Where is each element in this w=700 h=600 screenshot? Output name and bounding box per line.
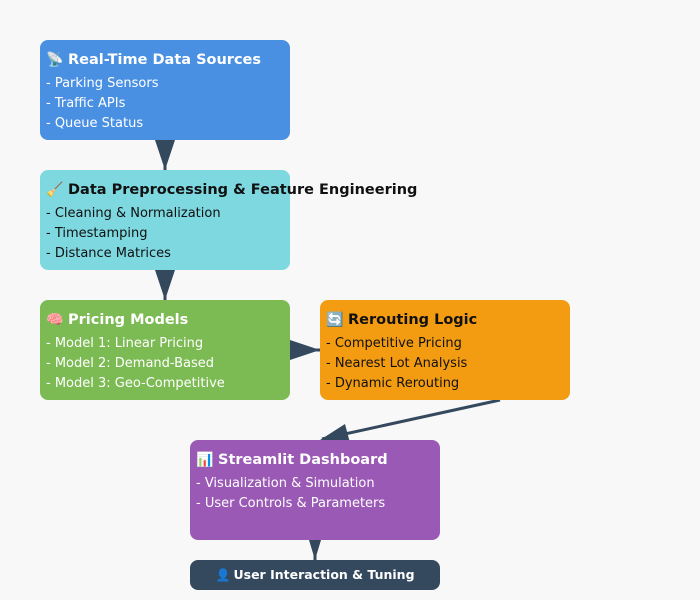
broom-icon: 🧹 bbox=[46, 181, 64, 198]
node-title: 🧹 Data Preprocessing & Feature Engineeri… bbox=[46, 180, 417, 200]
node-item: - Queue Status bbox=[46, 116, 144, 131]
arrowhead-preprocessing bbox=[155, 140, 175, 170]
node-title: 📡 Real-Time Data Sources bbox=[46, 50, 284, 70]
edge-rerouting-to-dashboard bbox=[321, 398, 501, 441]
refresh-icon: 🔄 bbox=[326, 311, 344, 328]
node-title: 🔄 Rerouting Logic bbox=[326, 310, 564, 330]
node-item: - Nearest Lot Analysis bbox=[326, 356, 468, 371]
satellite-antenna-icon: 📡 bbox=[46, 51, 64, 68]
node-title: 🧠 Pricing Models bbox=[46, 310, 284, 330]
node-rerouting-logic: 🔄 Rerouting Logic - Competitive Pricing … bbox=[320, 300, 570, 400]
node-title-text: Streamlit Dashboard bbox=[218, 452, 388, 468]
bar-chart-icon: 📊 bbox=[196, 451, 214, 468]
node-title-text: Data Preprocessing & Feature Engineering bbox=[68, 182, 418, 198]
node-user-interaction: 👤 User Interaction & Tuning bbox=[190, 560, 440, 590]
node-item: - Parking Sensors bbox=[46, 76, 159, 91]
node-item: - User Controls & Parameters bbox=[196, 496, 386, 511]
node-real-time-data-sources: 📡 Real-Time Data Sources - Parking Senso… bbox=[40, 40, 290, 140]
node-title-text: Rerouting Logic bbox=[348, 312, 478, 328]
node-title-text: User Interaction & Tuning bbox=[233, 567, 415, 582]
node-item: - Dynamic Rerouting bbox=[326, 376, 460, 391]
node-item: - Competitive Pricing bbox=[326, 336, 462, 351]
node-streamlit-dashboard: 📊 Streamlit Dashboard - Visualization & … bbox=[190, 440, 440, 540]
node-item: - Model 2: Demand-Based bbox=[46, 356, 215, 371]
node-item: - Distance Matrices bbox=[46, 246, 171, 261]
node-title-text: Pricing Models bbox=[68, 312, 189, 328]
node-title-text: Real-Time Data Sources bbox=[68, 52, 262, 68]
arrowhead-pricing bbox=[155, 270, 175, 300]
node-item: - Model 3: Geo-Competitive bbox=[46, 376, 225, 391]
node-data-preprocessing: 🧹 Data Preprocessing & Feature Engineeri… bbox=[40, 170, 417, 270]
user-silhouette-icon: 👤 bbox=[215, 567, 231, 582]
arrowhead-rerouting bbox=[290, 340, 320, 360]
node-item: - Model 1: Linear Pricing bbox=[46, 336, 204, 351]
node-title: 👤 User Interaction & Tuning bbox=[215, 565, 414, 585]
arrowhead-dashboard bbox=[320, 424, 350, 443]
node-item: - Timestamping bbox=[46, 226, 148, 241]
node-item: - Visualization & Simulation bbox=[196, 476, 375, 491]
brain-icon: 🧠 bbox=[46, 311, 64, 328]
node-item: - Traffic APIs bbox=[46, 96, 126, 111]
node-title: 📊 Streamlit Dashboard bbox=[196, 450, 434, 470]
node-pricing-models: 🧠 Pricing Models - Model 1: Linear Prici… bbox=[40, 300, 290, 400]
node-item: - Cleaning & Normalization bbox=[46, 206, 221, 221]
